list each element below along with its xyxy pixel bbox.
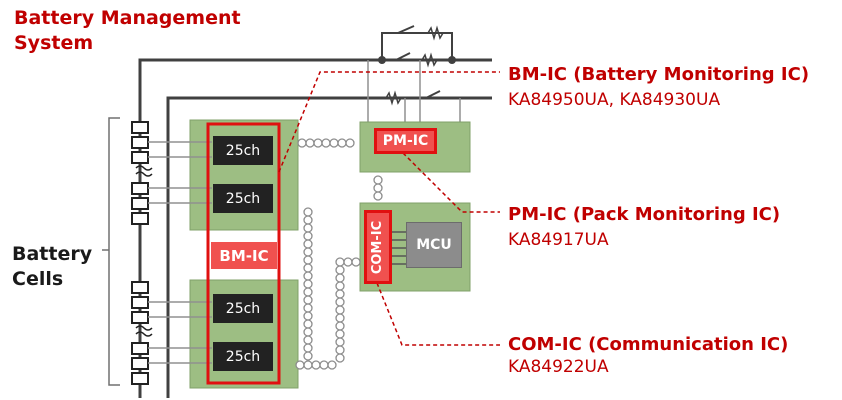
- pm-ic-label: PM-IC: [374, 128, 437, 154]
- pm-ic-callout-title: PM-IC (Pack Monitoring IC): [508, 204, 781, 225]
- pm-sense-lines: [367, 60, 461, 122]
- bm-ic-callout-parts: KA84950UA, KA84930UA: [508, 90, 721, 110]
- com-ic-label: COM-IC: [364, 210, 392, 284]
- bm-chip-1: 25ch: [213, 136, 273, 165]
- callout-leaders: [278, 71, 500, 346]
- mcu-chip: MCU: [406, 222, 462, 268]
- com-mcu-pins: [392, 231, 406, 265]
- battery-cells-label: Battery Cells: [12, 243, 93, 290]
- bm-ic-callout-title: BM-IC (Battery Monitoring IC): [508, 64, 810, 85]
- cells-bracket: [102, 117, 120, 386]
- com-ic-callout-parts: KA84922UA: [508, 357, 609, 377]
- com-ic-text: COM-IC: [370, 220, 386, 274]
- bm-chip-3: 25ch: [213, 294, 273, 323]
- bm-chip-4: 25ch: [213, 342, 273, 371]
- bm-chip-2: 25ch: [213, 184, 273, 213]
- switch-network: [381, 25, 453, 106]
- pm-ic-callout-parts: KA84917UA: [508, 230, 609, 250]
- cell-breaks: [135, 165, 153, 337]
- com-ic-callout-title: COM-IC (Communication IC): [508, 334, 789, 355]
- bm-ic-outline: [206, 122, 281, 385]
- bm-ic-label: BM-IC: [211, 242, 277, 269]
- switch-nodes: [378, 56, 456, 64]
- cell-stack-bottom: [131, 281, 149, 385]
- daisy-chain: [295, 138, 383, 370]
- diagram-title: Battery Management System: [14, 7, 241, 54]
- cell-tap-lines: [148, 141, 212, 364]
